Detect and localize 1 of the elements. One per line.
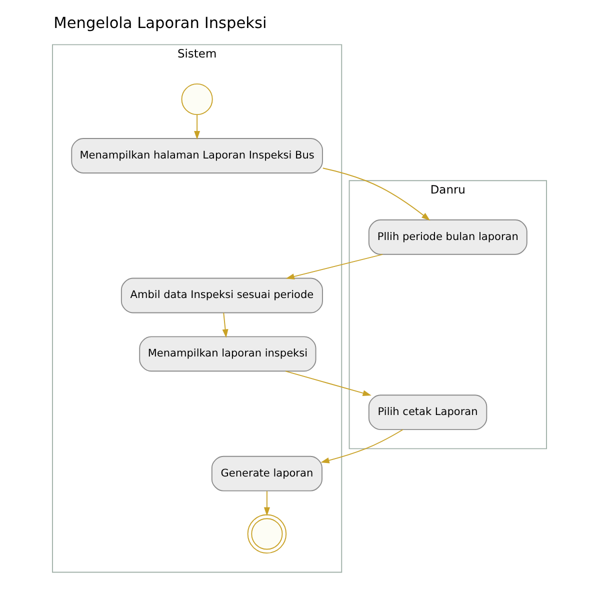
diagram-title: Mengelola Laporan Inspeksi (53, 14, 266, 32)
